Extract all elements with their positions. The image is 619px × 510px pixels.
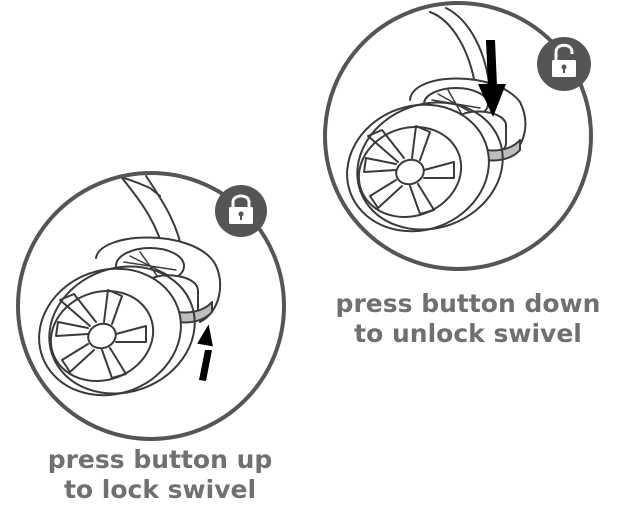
unlock-panel-ring [323,1,593,271]
unlocked-padlock-icon [537,37,591,91]
locked-padlock-icon [215,185,267,237]
lock-caption-line-2: to lock swivel [63,475,257,504]
lock-swivel-illustration [16,171,286,441]
unlock-caption-line-1: press button down [335,289,601,318]
lock-caption-line-1: press button up [47,445,273,474]
lock-swivel-caption: press button up to lock swivel [10,445,310,505]
lock-panel-ring [16,171,286,441]
up-arrow-icon [197,324,213,381]
unlock-swivel-illustration [323,1,593,271]
unlock-swivel-caption: press button down to unlock swivel [318,289,618,349]
unlock-caption-line-2: to unlock swivel [354,319,582,348]
down-arrow-icon [478,40,506,117]
